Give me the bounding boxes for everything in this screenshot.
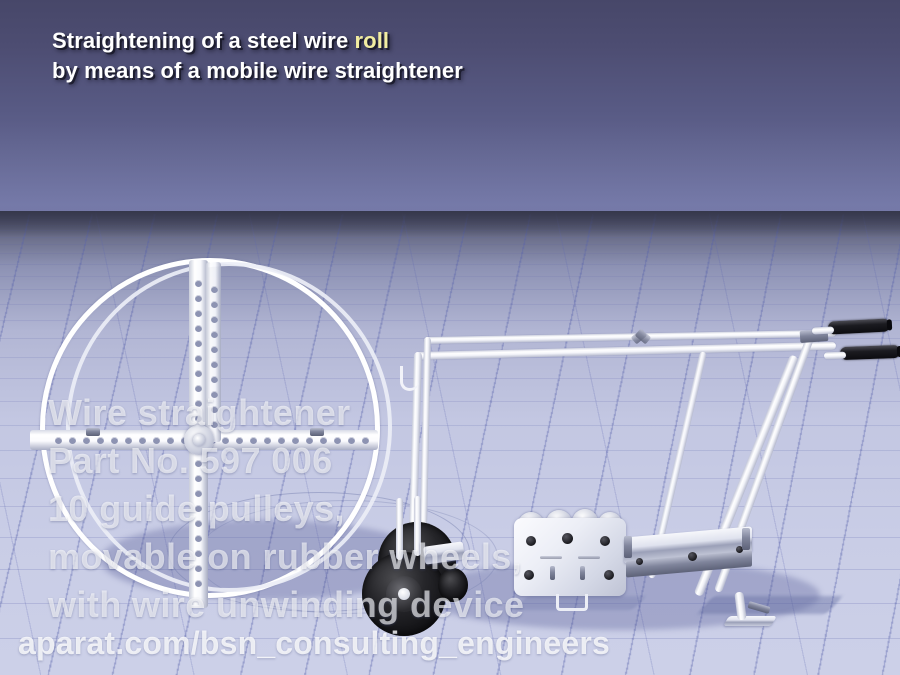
horizon-shade bbox=[0, 211, 900, 237]
frame-top-rail-back bbox=[423, 329, 836, 344]
foot-shadow bbox=[696, 596, 844, 614]
support-foot-pad bbox=[723, 616, 777, 626]
wire-hook-icon bbox=[400, 366, 419, 391]
exit-rail-bolt-right bbox=[736, 546, 743, 553]
handle-grip-upper[interactable] bbox=[827, 318, 891, 335]
handle-grip-lower[interactable] bbox=[839, 344, 900, 361]
handle-stem-upper bbox=[811, 326, 835, 335]
plate-bolt-top-left bbox=[526, 536, 536, 546]
reel-arm-holes-bottom bbox=[189, 460, 208, 587]
plate-bolt-top-mid bbox=[562, 533, 573, 544]
plate-groove-a bbox=[540, 556, 562, 559]
watermark-line-4: movable on rubber wheels, bbox=[48, 536, 523, 577]
reel-arm-holes-right bbox=[222, 430, 369, 450]
frame-top-rail-front bbox=[415, 341, 836, 360]
watermark-line-5: with wire unwinding device bbox=[48, 584, 525, 625]
reel-clamp-right bbox=[310, 428, 324, 436]
reel-clamp-left bbox=[86, 428, 100, 436]
plate-bracket-foot bbox=[556, 594, 588, 611]
reel-hub-center bbox=[193, 434, 205, 446]
sky-haze bbox=[0, 120, 900, 211]
wheel-axle-post-a bbox=[396, 498, 403, 560]
plate-slot-right bbox=[580, 566, 585, 580]
plate-slot-left bbox=[550, 566, 555, 580]
exit-rail-endcap-right bbox=[742, 528, 750, 550]
title-highlight-word: roll bbox=[354, 28, 390, 53]
wheel-cap-front bbox=[398, 588, 410, 600]
plate-bolt-bottom-right bbox=[604, 570, 614, 580]
reel-inner-ring bbox=[66, 262, 392, 592]
exit-rail-bolt-mid bbox=[688, 552, 697, 561]
wheel-axle-post-b bbox=[414, 496, 421, 556]
watermark-line-3: 10 guide pulleys, bbox=[48, 488, 345, 529]
plate-bolt-bottom-left bbox=[524, 570, 534, 580]
watermark-line-2: Part No. 597 006 bbox=[48, 440, 333, 481]
title-line-2: by means of a mobile wire straightener bbox=[52, 58, 463, 84]
straightener-front-plate bbox=[514, 518, 626, 596]
frame-post-left-back bbox=[420, 336, 431, 526]
watermark-url: aparat.com/bsn_consulting_engineers bbox=[18, 625, 611, 661]
reel-arm-holes-top-back bbox=[207, 286, 222, 428]
plate-groove-b bbox=[578, 556, 600, 559]
title-line-1-text: Straightening of a steel wire bbox=[52, 28, 355, 53]
exit-rail-bolt-left bbox=[636, 558, 643, 565]
sky-backdrop bbox=[0, 0, 900, 211]
exit-rail-endcap-left bbox=[624, 536, 632, 558]
page-title: Straightening of a steel wire roll by me… bbox=[52, 26, 463, 87]
plate-bolt-top-right bbox=[600, 536, 610, 546]
caster-wheel-small bbox=[438, 568, 468, 602]
handle-stem-lower bbox=[823, 351, 847, 360]
title-line-1: Straightening of a steel wire roll bbox=[52, 26, 463, 56]
watermark-line-1: Wire straightener bbox=[48, 392, 351, 433]
